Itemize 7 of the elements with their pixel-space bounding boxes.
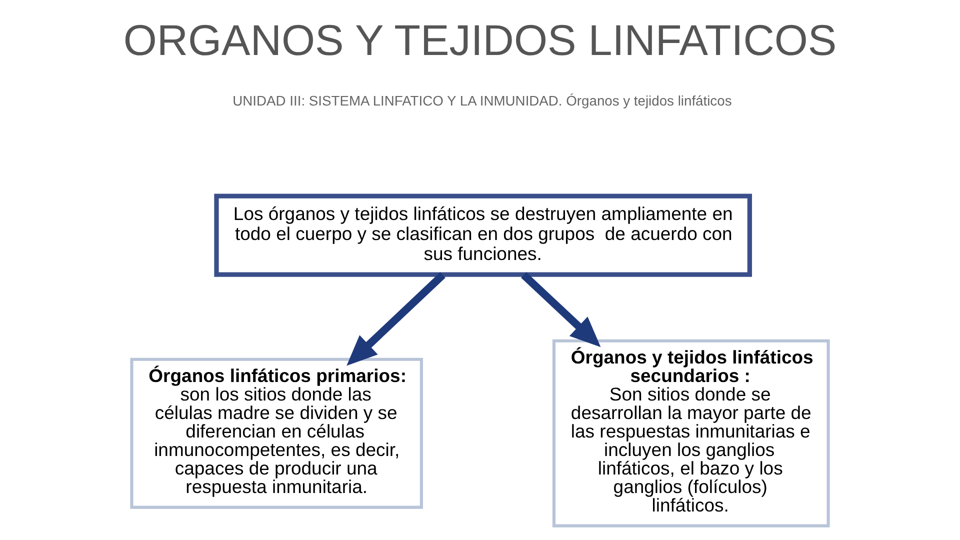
arrow [521,272,601,348]
node-box: Órganos y tejidos linfáticos secundarios : Son sitios donde se desarrollan la mayor parte de las respuestas inmunitarias e incluyen los ganglios linfáticos, el bazo y los ganglios (folículos) linfáticos. [552,339,830,528]
node-box: Órganos linfáticos primarios: son los sitios donde las células madre se dividen y se diferencian en células inmunocompetentes, es decir, capaces de producir una respuesta inmunitaria. [130,358,423,509]
arrow [346,272,446,366]
label: UNIDAD III: SISTEMA LINFATICO Y LA INMUNIDAD. Órganos y tejidos linfáticos [232,92,732,108]
node-box: Los órganos y tejidos linfáticos se destruyen ampliamente en todo el cuerpo y se clasifican en dos grupos de acuerdo con sus funciones. [214,194,752,277]
diagram-title: ORGANOS Y TEJIDOS LINFATICOS [123,16,837,65]
